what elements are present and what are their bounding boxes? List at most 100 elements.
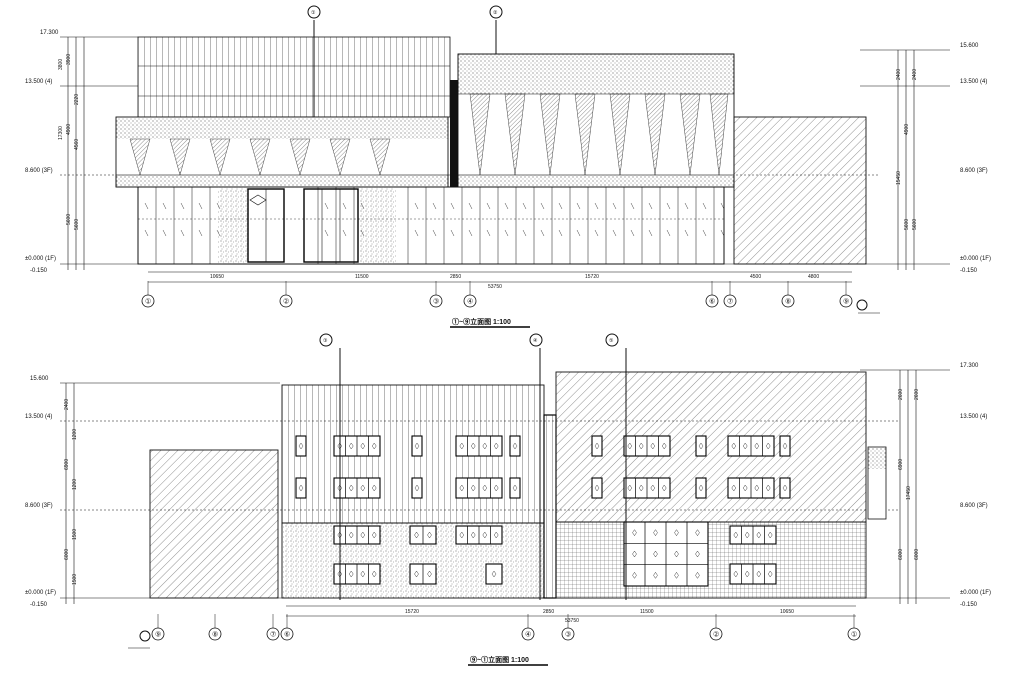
window-group: [623, 477, 671, 499]
svg-text:1200: 1200: [72, 479, 78, 490]
window-group: [333, 435, 381, 457]
svg-text:4900: 4900: [904, 124, 910, 135]
level-label: -0.150: [960, 268, 978, 274]
hatched-cladding: [555, 371, 867, 523]
window-group: [729, 525, 777, 545]
window-group: [295, 477, 307, 499]
top-level-labels-right: 15.600 13.500 (4) 8.600 (3F) ±0.000 (1F)…: [960, 43, 991, 274]
svg-text:3800: 3800: [58, 59, 64, 70]
level-label: 8.600 (3F): [960, 503, 988, 509]
window-groups: [295, 435, 791, 587]
section-mark-text: ④: [533, 338, 538, 344]
window-group: [509, 435, 521, 457]
svg-text:15450: 15450: [896, 171, 902, 185]
svg-text:5600: 5600: [904, 219, 910, 230]
level-label: -0.150: [30, 268, 48, 274]
window-group: [779, 435, 791, 457]
window-group: [333, 477, 381, 499]
section-mark: [489, 5, 503, 19]
window-group: [695, 435, 707, 457]
elevation-title: ⑨~①立面图 1:100: [470, 655, 529, 664]
bottom-level-labels-right: 17.300 13.500 (4) 8.600 (3F) ±0.000 (1F)…: [960, 363, 991, 608]
svg-text:6000: 6000: [914, 549, 920, 560]
level-label: -0.150: [960, 602, 978, 608]
dimension-text: 11500: [355, 274, 369, 280]
window-group: [409, 525, 437, 545]
window-group: [333, 563, 381, 585]
svg-text:2400: 2400: [896, 69, 902, 80]
level-label: ±0.000 (1F): [25, 256, 56, 262]
section-mark-text: ①: [311, 10, 316, 16]
svg-text:2600: 2600: [914, 389, 920, 400]
svg-text:17450: 17450: [906, 486, 912, 500]
level-label: 8.600 (3F): [960, 168, 988, 174]
svg-text:1500: 1500: [72, 529, 78, 540]
elevation-title: ①~⑨立面图 1:100: [452, 317, 511, 326]
svg-text:2400: 2400: [912, 69, 918, 80]
dimension-text: 2850: [543, 609, 554, 615]
svg-text:6000: 6000: [64, 549, 70, 560]
axis-label: ①: [145, 298, 151, 306]
dimension-text: 53750: [565, 618, 579, 624]
level-label: 13.500 (4): [25, 414, 52, 420]
window-group: [509, 477, 521, 499]
section-mark-text: ②: [493, 10, 498, 16]
window-group: [333, 525, 381, 545]
bottom-level-labels-left: 15.600 13.500 (4) 8.600 (3F) ±0.000 (1F)…: [25, 376, 56, 608]
level-label: -0.150: [30, 602, 48, 608]
level-label: ±0.000 (1F): [25, 590, 56, 596]
level-label: 13.500 (4): [25, 79, 52, 85]
axis-label: ④: [467, 298, 473, 306]
window-group: [727, 435, 775, 457]
section-mark-text: ⑤: [609, 338, 614, 344]
window-group: [411, 477, 423, 499]
svg-text:6900: 6900: [64, 459, 70, 470]
window-group: [623, 435, 671, 457]
top-elevation: 3800 17300 3900 4900 5600 2220 4560 5600…: [25, 5, 991, 328]
axis-label: ②: [713, 631, 719, 639]
level-label: 17.300: [40, 30, 59, 36]
bottom-elevation: 2400 6900 6000 1200 1200 1500 1500 2600 …: [25, 333, 991, 666]
level-label: 13.500 (4): [960, 79, 987, 85]
axis-label: ③: [433, 298, 439, 306]
axis-label: ②: [283, 298, 289, 306]
axis-label: ⑨: [155, 631, 161, 639]
window-group: [455, 435, 503, 457]
svg-text:5600: 5600: [912, 219, 918, 230]
axis-label: ⑦: [727, 298, 733, 306]
dimension-text: 4800: [808, 274, 819, 280]
dimension-text: 15720: [405, 609, 419, 615]
dimension-text: 10650: [780, 609, 794, 615]
top-level-labels-left: 17.300 13.500 (4) 8.600 (3F) ±0.000 (1F)…: [25, 30, 59, 274]
window-group: [295, 435, 307, 457]
dimension-text: 4500: [750, 274, 761, 280]
svg-text:6000: 6000: [898, 549, 904, 560]
window-group: [623, 521, 709, 587]
window-group: [455, 477, 503, 499]
level-label: 8.600 (3F): [25, 503, 53, 509]
svg-text:1200: 1200: [72, 429, 78, 440]
level-label: 8.600 (3F): [25, 168, 53, 174]
level-label: ±0.000 (1F): [960, 590, 991, 596]
entrance-door: [303, 188, 359, 263]
svg-text:3900: 3900: [66, 54, 72, 65]
axis-label: ⑥: [709, 298, 715, 306]
window-group: [409, 563, 437, 585]
level-label: 13.500 (4): [960, 414, 987, 420]
ground-floor-cladding: [555, 521, 867, 599]
level-label: 15.600: [30, 376, 49, 382]
svg-text:17300: 17300: [58, 126, 64, 140]
svg-text:2220: 2220: [74, 94, 80, 105]
axis-label: ①: [851, 631, 857, 639]
svg-text:6900: 6900: [898, 459, 904, 470]
dimension-text: 53750: [488, 284, 502, 290]
top-dimension-labels: 10650 11500 2850 15720 4500 4800 53750: [210, 274, 819, 290]
axis-label: ④: [525, 631, 531, 639]
svg-text:4560: 4560: [74, 139, 80, 150]
dimension-text: 10650: [210, 274, 224, 280]
section-mark-text: ③: [323, 338, 328, 344]
stair-core-strip: [450, 80, 458, 187]
